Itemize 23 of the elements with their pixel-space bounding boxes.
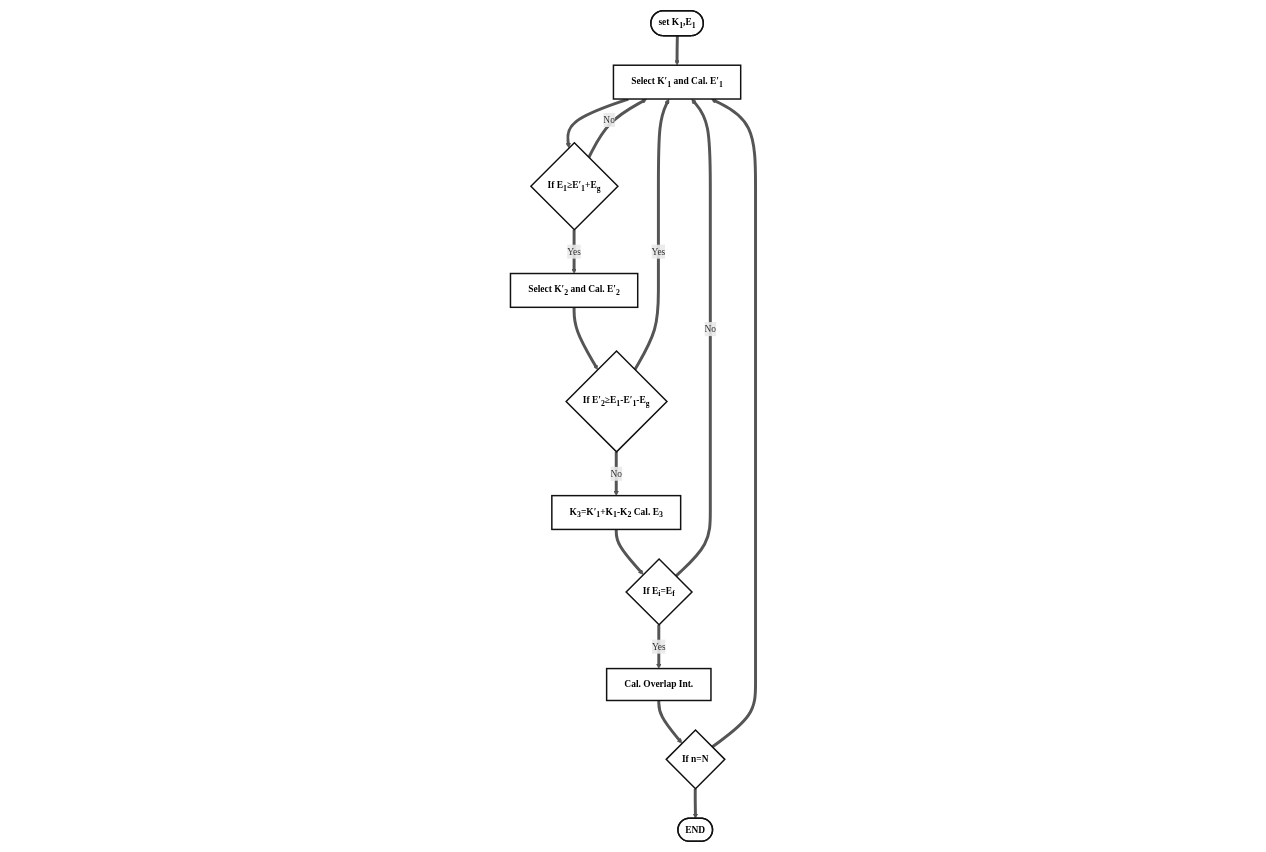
arrow: [587, 98, 647, 159]
edge-label: Yes: [651, 641, 666, 652]
node-diamond: If E$_{i}$=E$_{f}$: [625, 557, 694, 626]
edge-label: No: [610, 468, 623, 479]
node-box: K$_{3}$=K′$_{1}$+K$_{1}$-K$_{2}$ Cal. E$_{3}$: [551, 494, 682, 531]
arrow: [633, 98, 670, 371]
arrow: [692, 788, 698, 819]
node-box: Select K′$_{2}$ and Cal. E′$_{2}$: [509, 272, 639, 309]
node-box: Select K′$_{1}$ and Cal. E′$_{1}$: [612, 64, 742, 100]
arrow: [674, 35, 680, 66]
node-diamond: If E$_{1}$≥E′$_{1}$+E$_{g}$: [529, 141, 619, 231]
edge-label: Yes: [651, 246, 666, 257]
edge-label: Yes: [567, 246, 581, 257]
arrow: [572, 307, 598, 370]
node-diamond: If E′$_{2}$≥E$_{1}$-E′$_{1}$-E$_{g}$: [565, 350, 668, 453]
edge-label: No: [704, 323, 717, 334]
arrow: [657, 700, 683, 744]
arrow: [614, 529, 644, 575]
node-diamond: If n=N: [665, 729, 726, 790]
arrow: [711, 98, 757, 749]
node-box: Cal. Overlap Int.: [605, 667, 712, 702]
edge-label: No: [603, 114, 615, 125]
arrow: [674, 98, 712, 578]
